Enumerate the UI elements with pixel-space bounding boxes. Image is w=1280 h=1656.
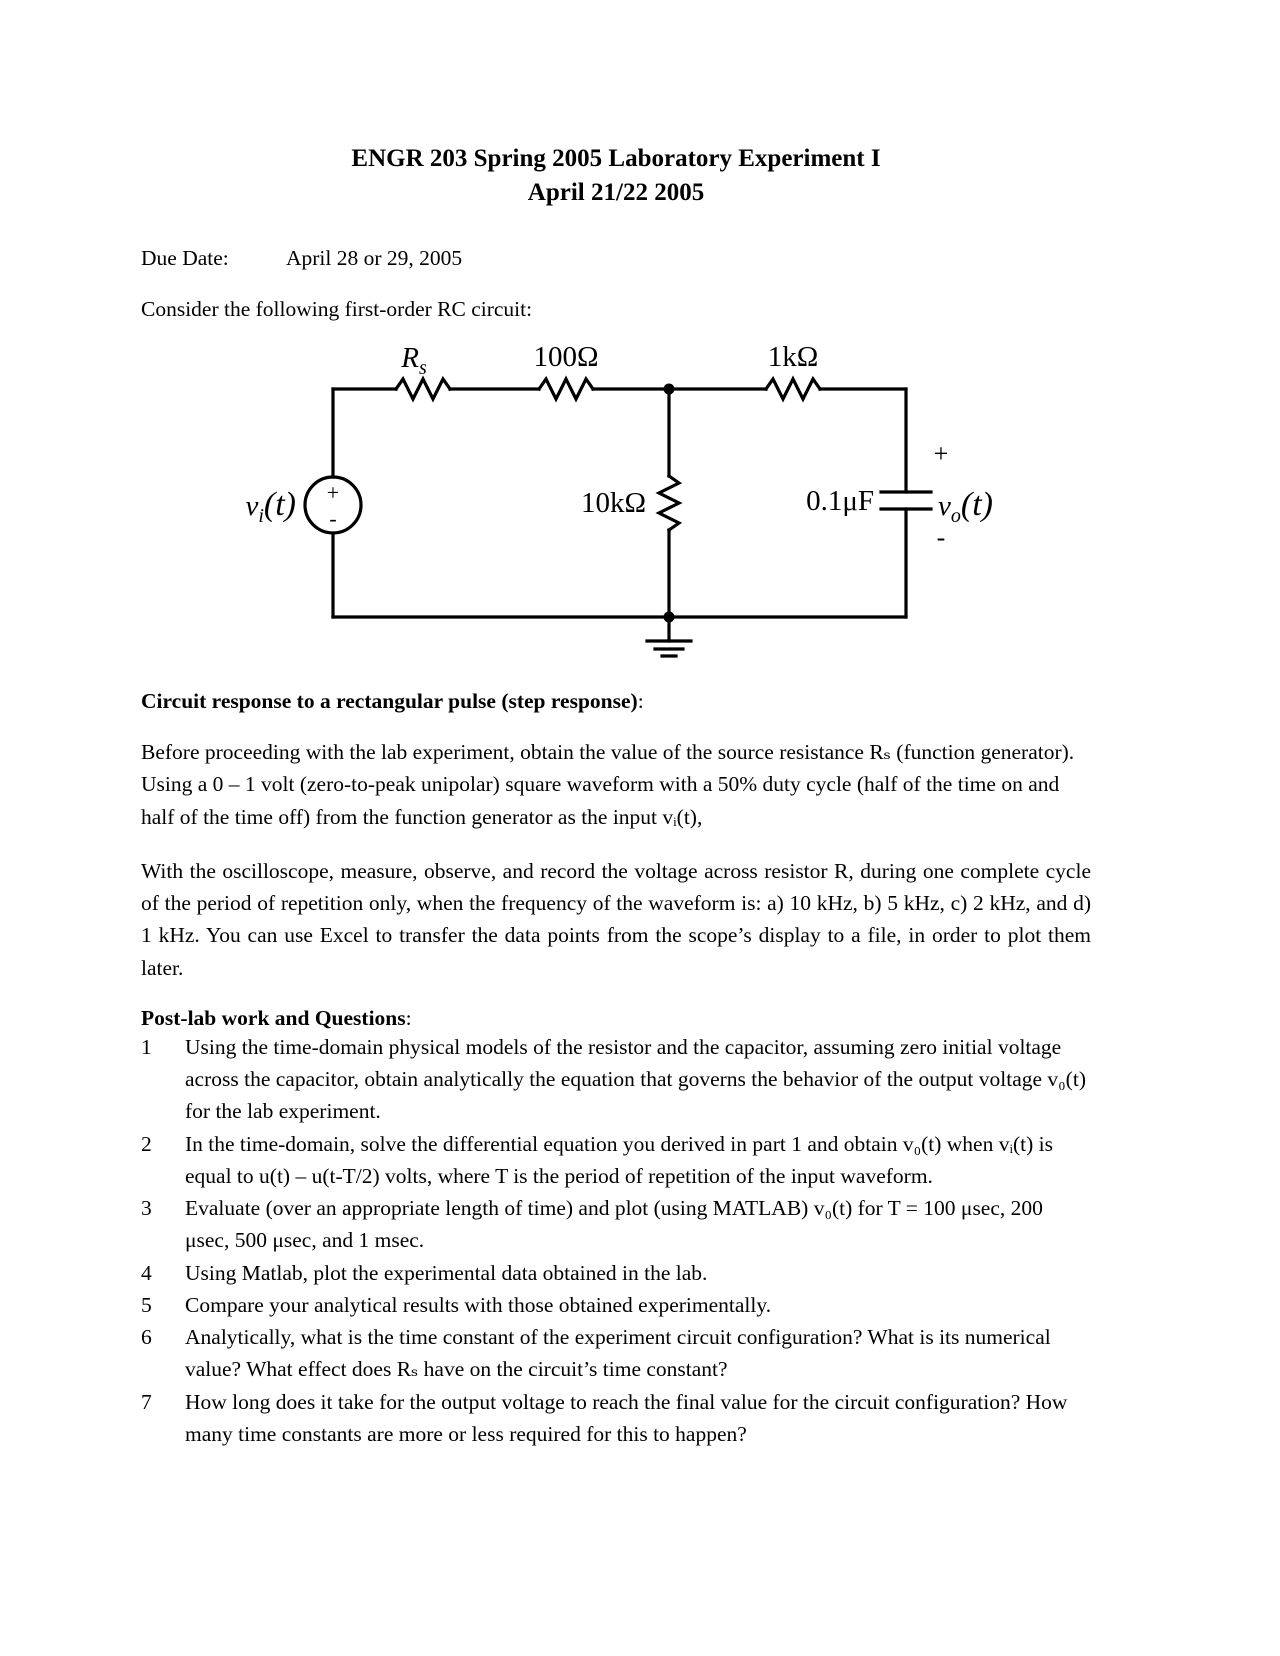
section-heading-step-response-colon: : (637, 689, 644, 713)
output-plus-sign: + (934, 439, 949, 468)
list-item: 1 Using the time-domain physical models … (141, 1031, 1091, 1128)
title-line-2: April 21/22 2005 (527, 178, 705, 206)
list-item-number: 5 (141, 1292, 152, 1317)
post-lab-question-list: 1 Using the time-domain physical models … (141, 1031, 1091, 1450)
document-body: ENGR 203 Spring 2005 Laboratory Experime… (141, 0, 1091, 1450)
list-item-number: 7 (141, 1389, 152, 1414)
list-item-text: Evaluate (over an appropriate length of … (185, 1196, 1043, 1253)
resistor-r100-zigzag (536, 375, 596, 403)
list-item-text: How long does it take for the output vol… (185, 1389, 1068, 1446)
page-title: ENGR 203 Spring 2005 Laboratory Experime… (141, 142, 1091, 209)
list-item: 2 In the time-domain, solve the differen… (141, 1128, 1091, 1193)
output-minus-sign: - (937, 523, 946, 552)
list-item: 5 Compare your analytical results with t… (141, 1289, 1091, 1321)
list-item-number: 3 (141, 1196, 152, 1220)
list-item: 7 How long does it take for the output v… (141, 1386, 1091, 1451)
section-heading-step-response-bold: Circuit response to a rectangular pulse … (141, 689, 638, 713)
section-heading-post-lab: Post-lab work and Questions: (141, 1006, 1091, 1031)
due-date-row: Due Date: April 28 or 29, 2005 (141, 246, 1091, 271)
junction-dot-bottom (663, 611, 675, 623)
title-line-1: ENGR 203 Spring 2005 Laboratory Experime… (351, 145, 881, 172)
list-item: 3 Evaluate (over an appropriate length o… (141, 1192, 1091, 1257)
paragraph-oscilloscope: With the oscilloscope, measure, observe,… (141, 858, 1091, 980)
list-item: 6 Analytically, what is the time constan… (141, 1321, 1091, 1386)
list-item-number: 4 (141, 1260, 152, 1285)
voltage-source-circle (303, 475, 363, 535)
list-item-number: 2 (141, 1131, 152, 1156)
intro-text: Consider the following first-order RC ci… (141, 297, 533, 321)
due-date-label: Due Date: (141, 246, 229, 270)
circuit-diagram-figure: Rs 100Ω 1kΩ 10kΩ 0.1μF vi(t) + - (141, 334, 1091, 689)
paragraph-source-resistance: Before proceeding with the lab experimen… (141, 740, 1075, 764)
paragraph-square-waveform: Using a 0 – 1 volt (zero-to-peak unipola… (141, 772, 1060, 829)
source-minus-sign: - (329, 506, 336, 531)
label-r100: 100Ω (533, 341, 598, 373)
list-item-text: Using the time-domain physical models of… (185, 1034, 1086, 1124)
resistor-r10k-zigzag (655, 473, 683, 533)
list-item-number: 6 (141, 1325, 152, 1349)
list-item-text: Compare your analytical results with tho… (185, 1292, 772, 1317)
label-r1k-text: 1kΩ (768, 341, 819, 373)
resistor-rs-zigzag (393, 375, 453, 403)
list-item: 4 Using Matlab, plot the experimental da… (141, 1257, 1091, 1289)
section-heading-step-response: Circuit response to a rectangular pulse … (141, 689, 1091, 714)
label-source-voltage: vi(t) (245, 486, 296, 527)
junction-dot-top (663, 383, 675, 395)
circuit-schematic-svg: Rs 100Ω 1kΩ 10kΩ 0.1μF vi(t) + - (245, 341, 993, 658)
label-output-voltage: vo(t) (938, 486, 993, 527)
section-heading-post-lab-colon: : (405, 1005, 412, 1030)
label-rs: Rs (400, 342, 427, 379)
list-item-text: In the time-domain, solve the differenti… (185, 1131, 1053, 1188)
section-heading-post-lab-bold: Post-lab work and Questions (141, 1005, 406, 1030)
list-item-text: Using Matlab, plot the experimental data… (185, 1260, 708, 1285)
list-item-text: Analytically, what is the time constant … (185, 1325, 1051, 1382)
list-item-number: 1 (141, 1034, 152, 1059)
label-r10k: 10kΩ (581, 487, 646, 519)
resistor-r1k-zigzag (763, 375, 823, 403)
label-capacitor: 0.1μF (806, 485, 874, 517)
due-date-value: April 28 or 29, 2005 (286, 246, 463, 270)
source-plus-sign: + (327, 480, 339, 505)
